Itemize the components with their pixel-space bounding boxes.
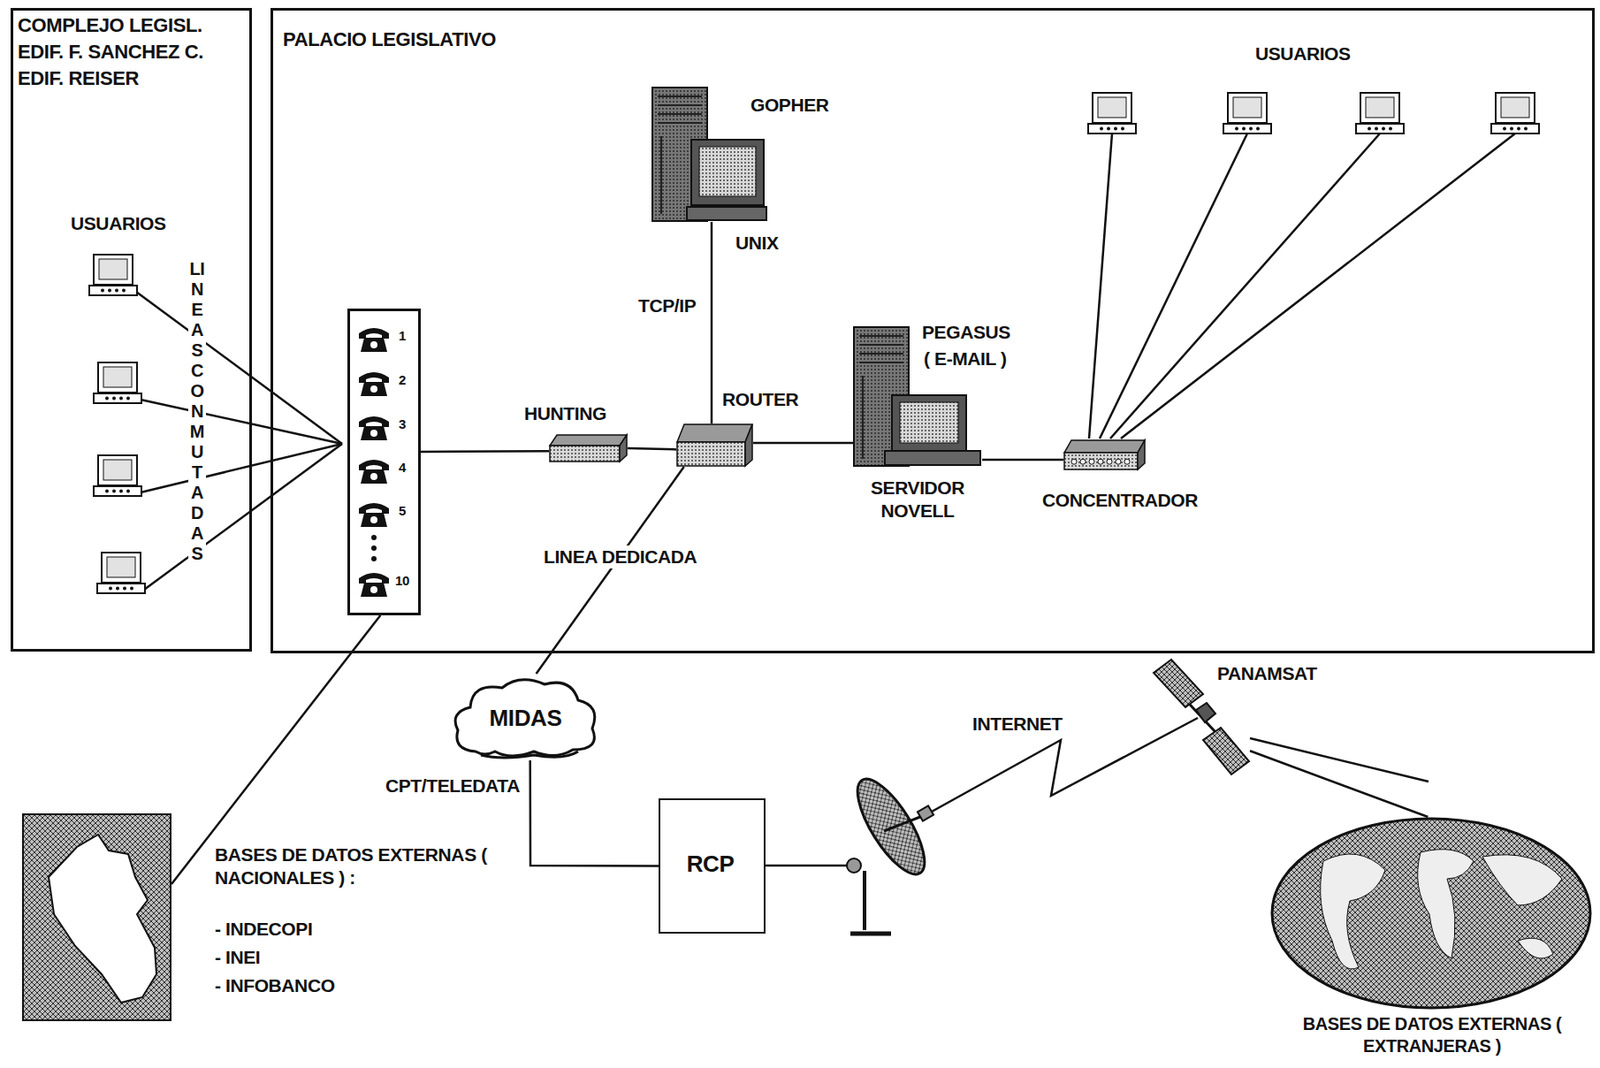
node-text: 2 — [398, 371, 406, 389]
node-graphic — [676, 423, 754, 467]
network-node: COMPLEJO LEGISL.EDIF. F. SANCHEZ C.EDIF.… — [10, 7, 252, 652]
node-text: BASES DE DATOS EXTERNAS ( NACIONALES ) : — [214, 843, 507, 890]
node-text: UNIX — [735, 231, 779, 255]
node-text: - INDECOPI — [214, 917, 313, 941]
node-text: HUNTING — [524, 402, 607, 426]
node-graphic — [1063, 439, 1146, 471]
network-node: PEGASUS( E-MAIL )SERVIDOR NOVELL — [853, 326, 983, 467]
node-text: CONCENTRADOR — [1042, 488, 1198, 512]
network-node: RCP — [658, 798, 766, 934]
network-node: 1 2 3 4 5 10 — [347, 308, 421, 616]
connector-line — [530, 760, 659, 867]
network-node: HUNTING — [548, 434, 628, 463]
network-node: BASES DE DATOS EXTERNAS ( NACIONALES ) :… — [22, 813, 172, 1021]
connector-line — [627, 448, 677, 450]
diagram-label: INTERNET — [969, 712, 1066, 736]
node-text: 5 — [398, 502, 406, 519]
node-text: PANAMSAT — [1217, 662, 1318, 686]
node-text: RCP — [658, 849, 762, 879]
network-node: MIDAS — [449, 673, 602, 761]
node-text: 10 — [395, 571, 410, 589]
node-text: 3 — [398, 415, 406, 433]
network-node: BASES DE DATOS EXTERNAS ( EXTRANJERAS ) — [1270, 816, 1593, 1011]
node-text: - INEI — [214, 945, 260, 969]
node-text: GOPHER — [750, 93, 830, 117]
network-node: GOPHERUNIX — [651, 86, 769, 222]
connector-line — [536, 466, 685, 674]
network-node: CONCENTRADOR — [1063, 439, 1146, 471]
connector-line — [982, 458, 1064, 462]
network-node: PALACIO LEGISLATIVO1234510GOPHERUNIXHUNT… — [270, 7, 1595, 654]
node-text: SERVIDOR NOVELL — [835, 476, 1000, 523]
node-text: ( E-MAIL ) — [923, 347, 1007, 371]
node-text: PEGASUS — [921, 320, 1011, 344]
node-text: - INFOBANCO — [214, 974, 336, 998]
connector-line — [171, 615, 381, 884]
connector-line — [710, 221, 714, 424]
diagram-label: USUARIOS — [1255, 42, 1351, 66]
node-text: PALACIO LEGISLATIVO — [282, 27, 496, 53]
node-text: BASES DE DATOS EXTERNAS ( EXTRANJERAS ) — [1277, 1013, 1587, 1058]
node-graphic — [23, 815, 174, 1023]
connector-line — [420, 449, 549, 453]
node-graphic — [853, 326, 983, 467]
node-text: EDIF. REISER — [17, 66, 139, 92]
diagram-label: LINEAS CONMUTADAS — [188, 259, 206, 564]
node-text: 1 — [398, 327, 406, 344]
edge-label: CPT/TELEDATA — [385, 774, 520, 798]
node-graphic — [1270, 816, 1593, 1011]
node-graphic — [548, 434, 628, 463]
node-text: COMPLEJO LEGISL. — [17, 13, 203, 39]
network-node: ROUTER — [676, 423, 754, 467]
edge-label: TCP/IP — [638, 294, 696, 318]
diagram-label: USUARIOS — [70, 212, 167, 236]
node-text: 4 — [398, 458, 406, 476]
network-node: PANAMSAT — [1153, 658, 1250, 776]
connector-line — [753, 441, 854, 445]
node-text: EDIF. F. SANCHEZ C. — [17, 39, 204, 65]
node-text: MIDAS — [449, 703, 602, 733]
node-text: ROUTER — [722, 388, 799, 412]
edge-label: LINEA DEDICADA — [540, 545, 700, 569]
connector-line — [1249, 750, 1428, 817]
node-graphic — [350, 311, 424, 618]
